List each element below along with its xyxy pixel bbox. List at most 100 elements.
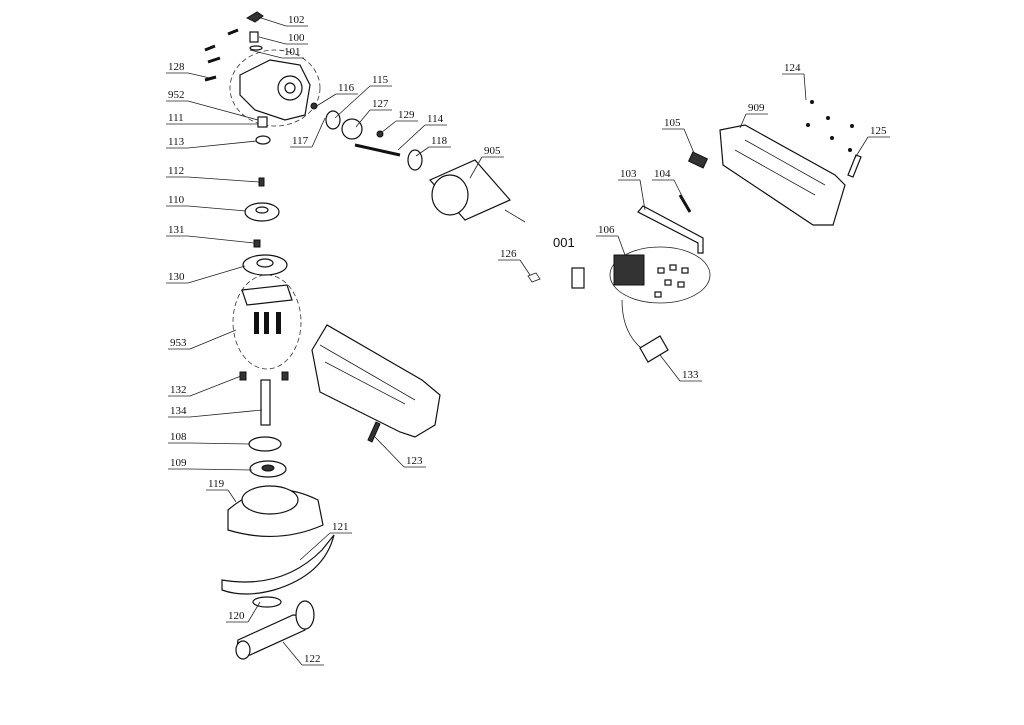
springs-953: [254, 312, 281, 334]
leader-line: [334, 85, 371, 119]
pinion-114: [354, 143, 401, 157]
part-label-109: 109: [170, 457, 187, 469]
leader-line: [314, 93, 337, 108]
part-label-122: 122: [304, 653, 321, 665]
ring-120: [252, 596, 282, 608]
leader-line: [189, 442, 251, 445]
leader-line: [187, 205, 247, 212]
bearing-111: [257, 116, 268, 128]
spring-100: [249, 31, 259, 43]
part-label-110: 110: [168, 194, 185, 206]
part-label-116: 116: [338, 82, 355, 94]
part-label-117: 117: [292, 135, 309, 147]
switch-paddle-123: [367, 421, 381, 443]
washer-101: [249, 45, 263, 51]
screws-128: [204, 28, 239, 82]
slider-105: [687, 151, 709, 169]
part-label-106: 106: [598, 224, 615, 236]
leader-line: [258, 36, 287, 45]
part-label-134: 134: [170, 405, 187, 417]
motor-housing: [311, 324, 441, 438]
leader-line: [374, 436, 405, 468]
leader-line: [249, 49, 283, 59]
part-label-112: 112: [168, 165, 184, 177]
part-label-120: 120: [228, 610, 245, 622]
leader-line: [397, 124, 426, 151]
contacts-106: [654, 264, 689, 298]
part-label-952: 952: [168, 89, 185, 101]
leader-line: [739, 113, 747, 129]
leader-line: [189, 468, 253, 471]
leader-line: [617, 235, 626, 256]
switch-001: [571, 267, 585, 289]
part-label-909: 909: [748, 102, 765, 114]
leader-line: [415, 146, 430, 157]
electronics-group-outline: [609, 246, 711, 304]
part-label-104: 104: [654, 168, 671, 180]
latch-125: [847, 154, 862, 178]
leader-line: [311, 117, 326, 148]
part-label-123: 123: [406, 455, 423, 467]
leader-line: [282, 641, 303, 666]
part-label-126: 126: [500, 248, 517, 260]
leader-line: [380, 120, 397, 134]
leader-line: [189, 409, 263, 418]
leader-line: [257, 16, 287, 27]
part-label-105: 105: [664, 117, 681, 129]
battery-terminal-133: [639, 335, 669, 363]
part-label-103: 103: [620, 168, 637, 180]
controller-106: [613, 254, 645, 286]
part-label-113: 113: [168, 136, 185, 148]
flange-group-outline: [232, 274, 302, 370]
key-112: [258, 177, 265, 187]
part-label-119: 119: [208, 478, 225, 490]
part-label-001: 001: [553, 235, 575, 250]
part-label-111: 111: [168, 112, 184, 124]
part-label-118: 118: [431, 135, 448, 147]
leader-line: [673, 179, 685, 201]
guard-band-121: [221, 534, 335, 595]
leader-line: [227, 489, 237, 503]
screws-124: [806, 100, 854, 152]
part-label-114: 114: [427, 113, 444, 125]
leader-line: [187, 72, 211, 79]
lock-button-102: [245, 11, 264, 23]
leader-line: [355, 109, 371, 128]
part-label-129: 129: [398, 109, 415, 121]
spindle-134: [260, 379, 271, 426]
part-label-953: 953: [170, 337, 187, 349]
leader-line: [299, 532, 331, 561]
clip-126: [527, 272, 541, 283]
part-label-905: 905: [484, 145, 501, 157]
bearing-127: [341, 118, 363, 140]
part-drawings: [204, 11, 862, 660]
leader-line: [683, 128, 695, 154]
gear-housing-group-outline: [229, 49, 321, 127]
housing-half-909: [719, 124, 846, 226]
leader-line: [639, 179, 646, 211]
part-label-100: 100: [288, 32, 305, 44]
part-label-127: 127: [372, 98, 389, 110]
part-label-108: 108: [170, 431, 187, 443]
leader-line: [187, 140, 258, 149]
leader-line: [854, 136, 869, 159]
spring-104: [678, 194, 692, 213]
part-label-125: 125: [870, 125, 887, 137]
switch-rod-103: [637, 205, 704, 254]
leader-line: [187, 265, 246, 284]
leader-line: [187, 100, 259, 121]
ring-113: [255, 135, 271, 145]
leader-line: [187, 176, 260, 183]
leader-line: [519, 259, 531, 276]
leader-line: [469, 156, 483, 179]
bearing-115: [325, 110, 341, 130]
leader-line: [247, 601, 261, 623]
part-label-130: 130: [168, 271, 185, 283]
screw-131: [253, 239, 261, 248]
part-label-121: 121: [332, 521, 349, 533]
leader-line: [803, 73, 807, 101]
leader-line: [189, 375, 242, 397]
fan-118: [407, 149, 423, 171]
